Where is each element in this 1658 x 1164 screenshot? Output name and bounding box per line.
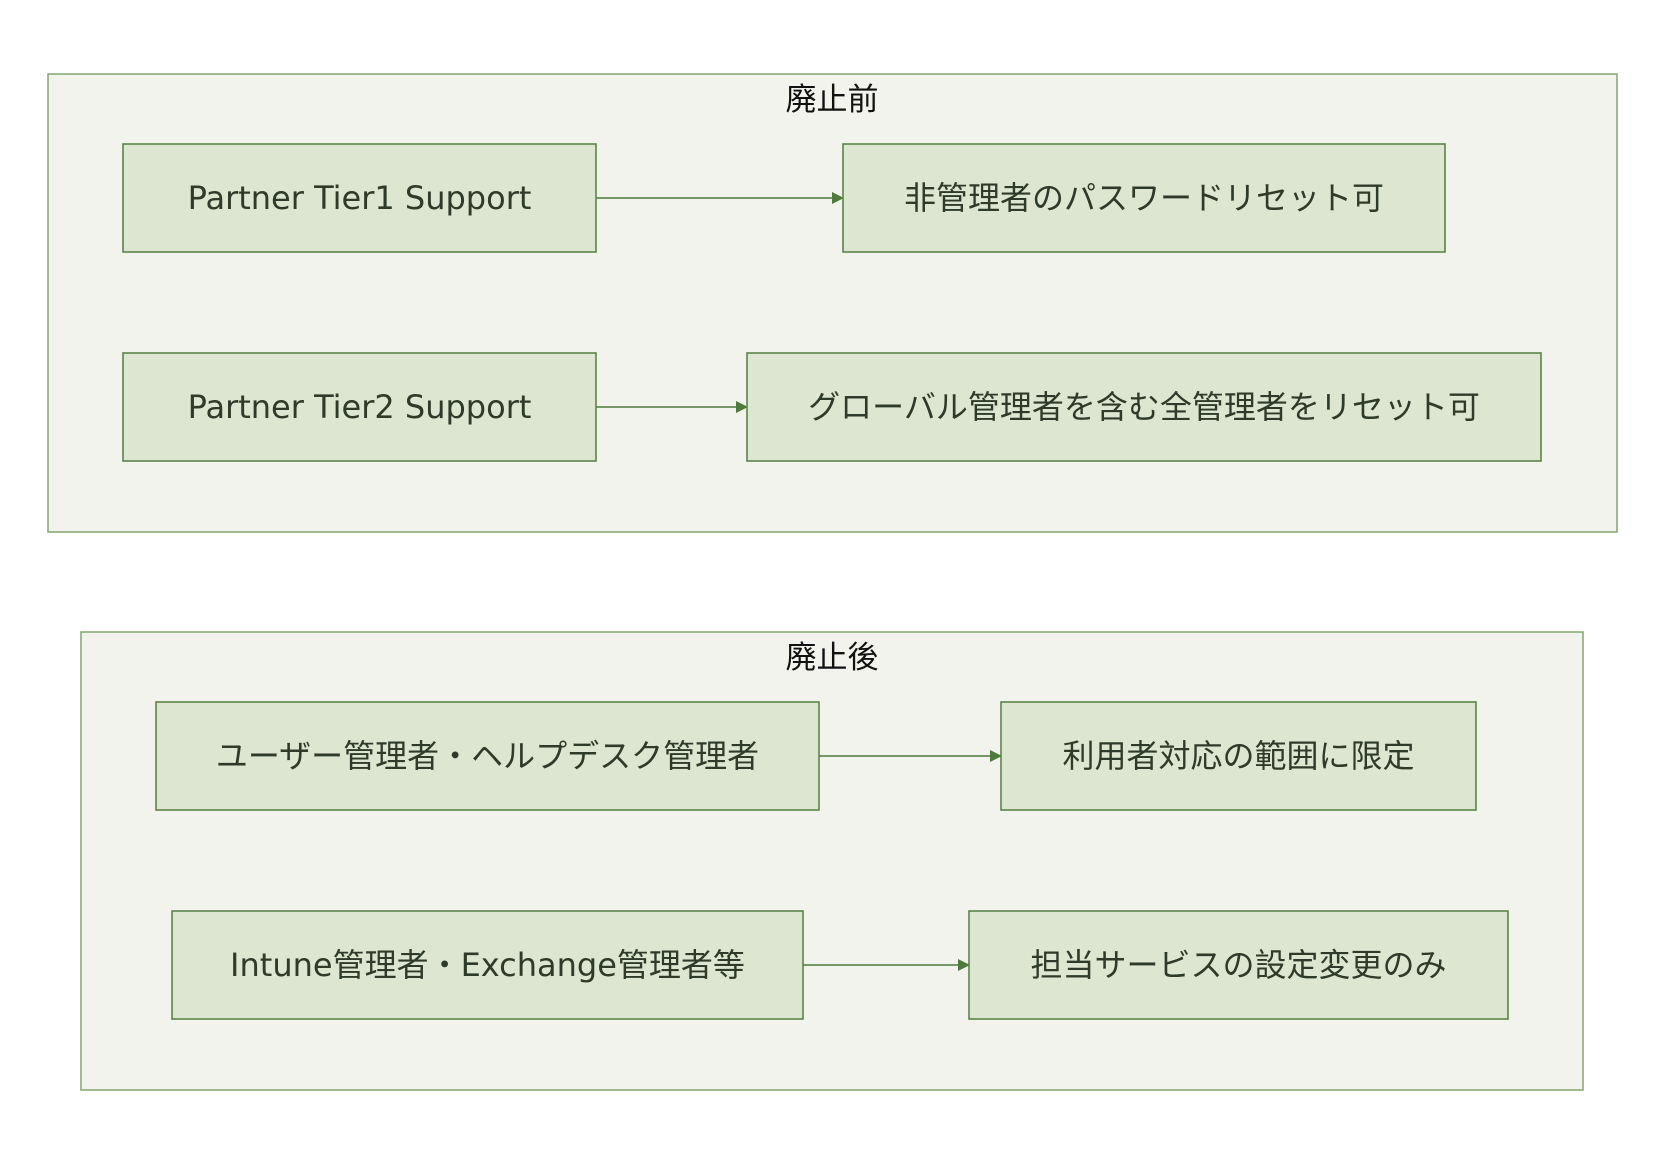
permission-node-tier1 [842,143,1446,253]
permission-node-user-scope [1000,701,1477,811]
flow-row: Intune管理者・Exchange管理者等 担当サービスの設定変更のみ [171,910,1509,1020]
permission-label-tier2: グローバル管理者を含む全管理者をリセット可 [808,388,1480,426]
flow-row: ユーザー管理者・ヘルプデスク管理者 利用者対応の範囲に限定 [155,701,1477,811]
group-after-frame [80,631,1584,1091]
group-after-title: 廃止後 [786,640,879,676]
role-label-tier1: Partner Tier1 Support [188,179,532,217]
flow-row: Partner Tier2 Support グローバル管理者を含む全管理者をリセ… [122,352,1542,462]
permission-label-tier1: 非管理者のパスワードリセット可 [904,179,1384,217]
group-after: 廃止後 ユーザー管理者・ヘルプデスク管理者 利用者対応の範囲に限定 Intune… [80,631,1584,1091]
role-label-tier2: Partner Tier2 Support [188,388,532,426]
role-node-service-admins [171,910,804,1020]
permission-node-service-settings [968,910,1509,1020]
group-before-title: 廃止前 [786,82,879,118]
permission-node-tier2 [746,352,1542,462]
flow-row: Partner Tier1 Support 非管理者のパスワードリセット可 [122,143,1446,253]
role-node-tier2 [122,352,597,462]
permission-label-service-settings: 担当サービスの設定変更のみ [1030,946,1446,984]
group-before-frame [47,73,1618,533]
role-label-user-helpdesk: ユーザー管理者・ヘルプデスク管理者 [216,737,759,775]
group-before: 廃止前 Partner Tier1 Support 非管理者のパスワードリセット… [47,73,1618,533]
permission-label-user-scope: 利用者対応の範囲に限定 [1062,737,1414,775]
role-label-service-admins: Intune管理者・Exchange管理者等 [230,946,745,984]
role-node-tier1 [122,143,597,253]
